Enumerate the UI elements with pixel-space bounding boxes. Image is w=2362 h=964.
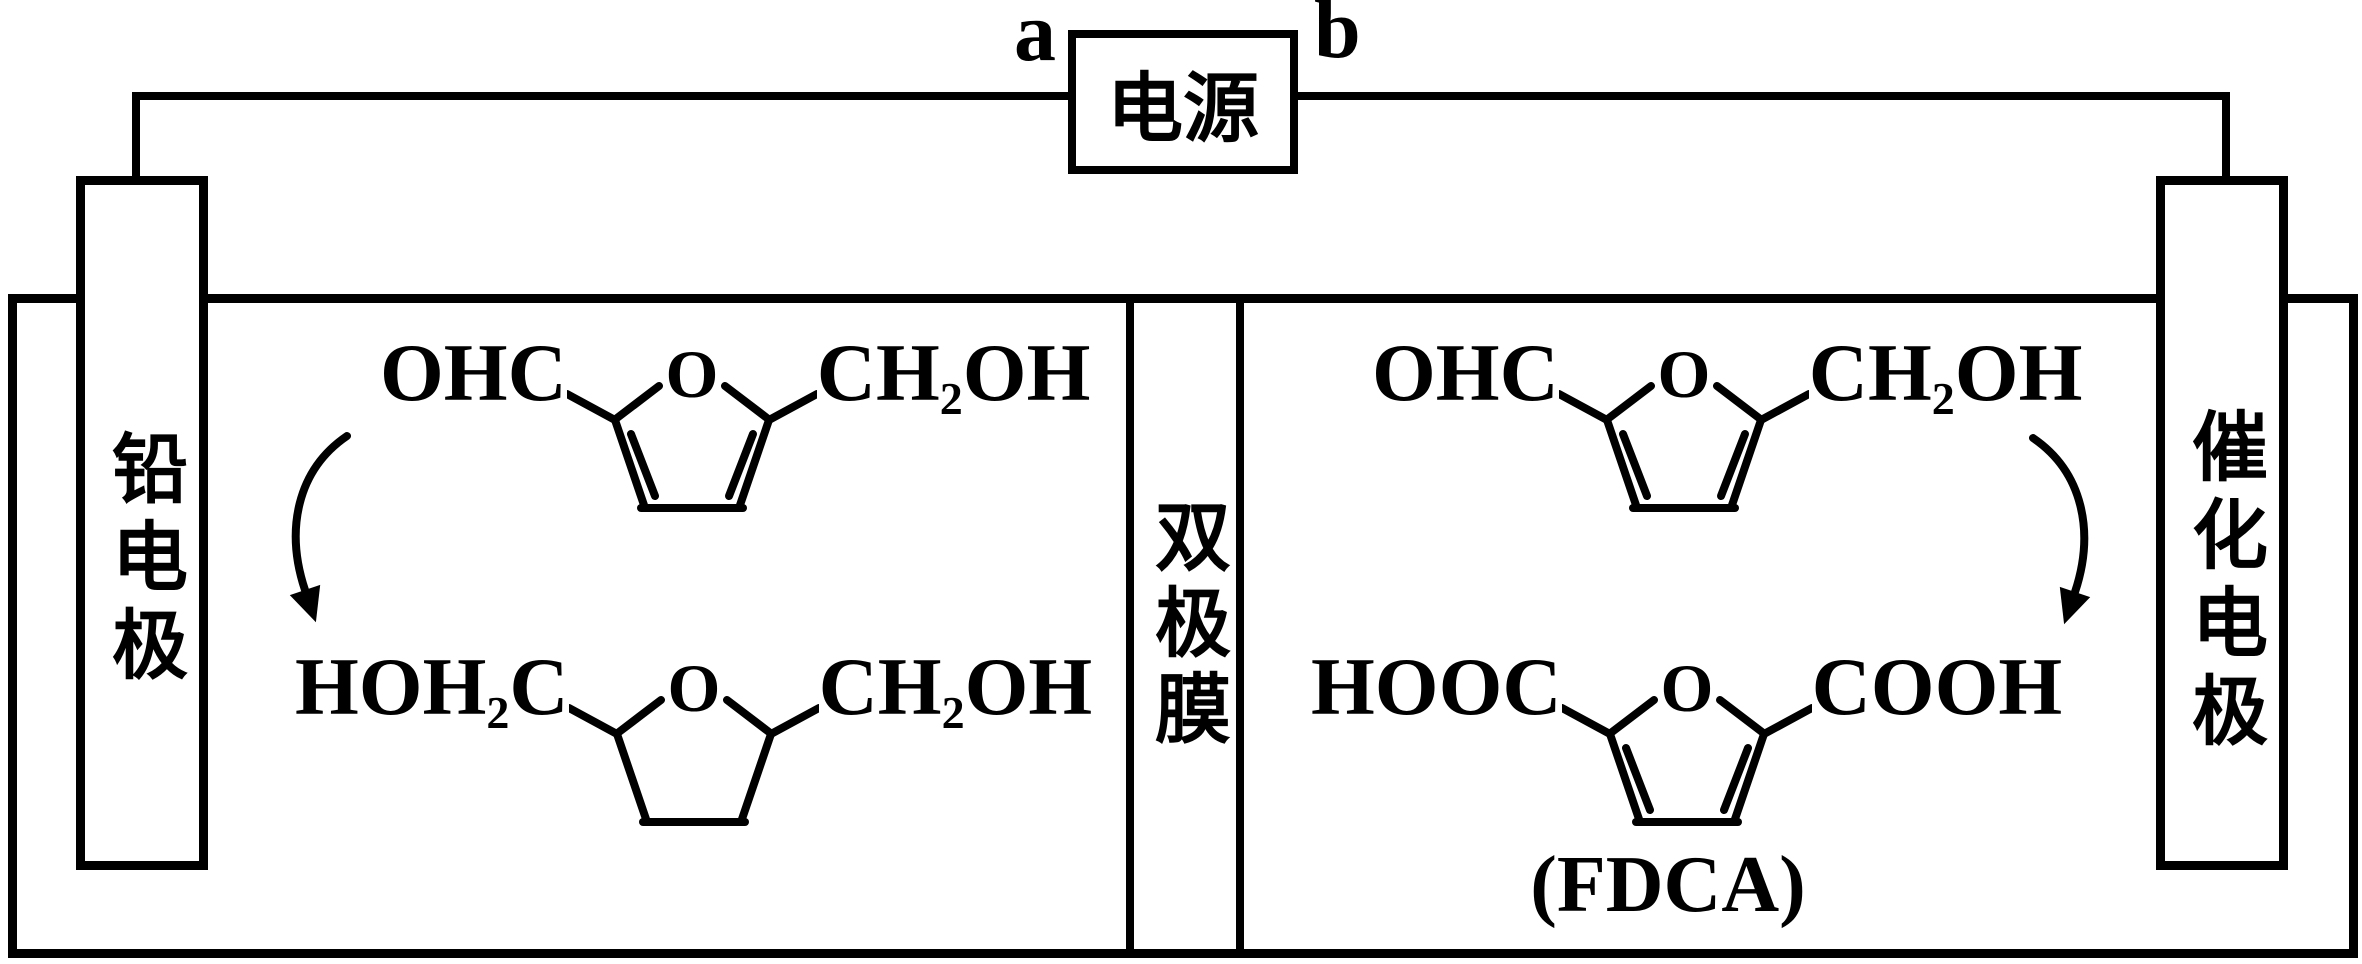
ring-bond (1602, 416, 1641, 512)
ring-bond (612, 382, 663, 422)
wire-right-vertical (2222, 92, 2230, 182)
double-bond-line (1621, 744, 1654, 814)
ring-bond (1604, 382, 1655, 422)
catalytic-electrode: 催化电极 (2156, 176, 2288, 870)
wire-left-vertical (132, 92, 140, 182)
ring-bond (614, 696, 665, 736)
ring-bond (734, 416, 773, 512)
substituent-bond (566, 390, 619, 424)
ring-bond (1729, 730, 1768, 826)
aldehyde-group-label: OHC (380, 327, 567, 418)
hydroxymethyl-group-label: CH2OH (817, 332, 1091, 422)
furan-ring: O (1561, 650, 1812, 826)
group-text: OH (964, 641, 1093, 732)
aldehyde-group-label: OHC (1372, 327, 1559, 418)
subscript: 2 (941, 687, 965, 738)
hydroxymethyl-group-label: CH2OH (1809, 332, 2083, 422)
hmf-molecule-right: OHC O CH2OH (1372, 332, 2082, 521)
carboxyl-group-label: COOH (1811, 641, 2063, 732)
substituent-bond (568, 704, 621, 738)
ring-bond (610, 416, 649, 512)
group-text: OH (962, 327, 1091, 418)
group-text: CH (1808, 327, 1932, 418)
ring-oxygen-label: O (665, 336, 718, 412)
ring-bond (720, 382, 771, 422)
substituent-bond (766, 704, 819, 738)
ring-bond (1605, 730, 1644, 826)
substituent-bond (764, 390, 817, 424)
wire-left-horizontal (133, 92, 1068, 100)
bipolar-membrane: 双极膜 (1126, 294, 1244, 958)
lead-electrode-label: 铅电极 (100, 429, 184, 693)
ring-oxygen-label: O (667, 650, 720, 726)
double-bond-line (724, 430, 757, 500)
bhmthf-molecule: HOH2C O CH2OH (295, 646, 1092, 835)
carboxyl-group-label: HOOC (1311, 641, 1562, 732)
tetrahydrofuran-ring: O (568, 650, 819, 826)
fdca-caption: (FDCA) (1530, 841, 1806, 929)
terminal-a-label: a (1014, 0, 1056, 79)
ring-bond (722, 696, 773, 736)
subscript: 2 (486, 687, 510, 738)
ring-bond (1726, 416, 1765, 512)
bipolar-membrane-label: 双极膜 (1143, 497, 1227, 755)
ring-bond (612, 730, 651, 826)
power-supply-box: 电源 (1068, 30, 1298, 174)
subscript: 2 (939, 373, 963, 424)
substituent-bond (1561, 704, 1614, 738)
hydroxymethyl-group-label: HOH2C (295, 646, 569, 736)
furan-ring: O (566, 336, 817, 512)
group-text: OH (1954, 327, 2083, 418)
ring-bond (736, 730, 775, 826)
group-text: CH (818, 641, 942, 732)
oxidation-reaction-arrow-icon (2029, 434, 2091, 625)
lead-electrode: 铅电极 (76, 176, 208, 870)
catalytic-electrode-label: 催化电极 (2180, 407, 2264, 759)
double-bond-line (626, 430, 659, 500)
ring-bond (1715, 696, 1766, 736)
power-supply-label: 电源 (1107, 68, 1259, 152)
double-bond-line (1719, 744, 1752, 814)
reduction-reaction-arrow-icon (289, 432, 351, 623)
ring-bond (1712, 382, 1763, 422)
wire-right-horizontal (1296, 92, 2230, 100)
ring-bond (1607, 696, 1658, 736)
substituent-bond (1558, 390, 1611, 424)
ring-oxygen-label: O (1657, 336, 1710, 412)
terminal-b-label: b (1314, 0, 1361, 76)
furan-ring: O (1558, 336, 1809, 512)
cell-tank (8, 294, 2358, 958)
ring-oxygen-label: O (1660, 650, 1713, 726)
subscript: 2 (1931, 373, 1955, 424)
double-bond-line (1618, 430, 1651, 500)
substituent-bond (1759, 704, 1812, 738)
hmf-molecule-left: OHC O CH2OH (380, 332, 1090, 521)
hydroxymethyl-group-label: CH2OH (819, 646, 1093, 736)
fdca-molecule: HOOC O COOH (FDCA) (1311, 646, 2062, 926)
group-text: HOH (295, 641, 487, 732)
group-text: C (509, 641, 569, 732)
group-text: CH (816, 327, 940, 418)
substituent-bond (1756, 390, 1809, 424)
double-bond-line (1716, 430, 1749, 500)
